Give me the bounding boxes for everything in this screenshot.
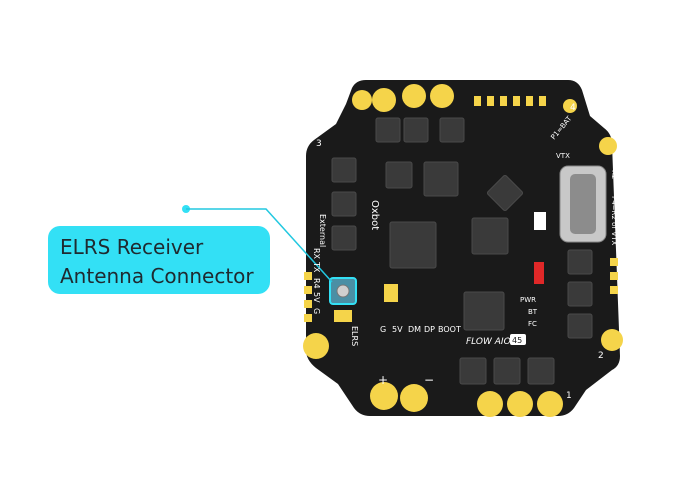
label-g: G [380,325,386,334]
motor-1-label: 1 [566,391,572,401]
elrs-antenna-callout: ELRS Receiver Antenna Connector [48,226,270,294]
label-5v: 5V [392,325,403,334]
label-rx: RX [312,248,321,260]
motor-3-label: 3 [316,139,322,149]
left-pads [303,272,329,359]
callout-line-2: Antenna Connector [60,264,254,288]
model-badge: 45 [512,336,522,345]
label-r4: R4 [312,278,321,289]
label-vtx: VTX [556,152,570,160]
label-dm: DM [408,325,421,334]
top-pads [352,84,577,113]
label-external: External [318,214,327,247]
label-pwr: PWR [520,296,536,304]
antenna-connector [329,277,398,322]
label-tx: TX [312,261,321,273]
label-5v-left: 5V [312,292,321,303]
red-led [534,262,544,284]
label-elrs: ELRS [350,326,359,346]
label-dp: DP [424,325,435,334]
label-bt: BT [528,308,538,316]
brand-label: Oxbot [369,200,380,230]
model-label: FLOW AIO [466,337,511,347]
motor-4-label: 4 [570,103,576,113]
white-switch [534,212,546,230]
pad-plus: + [378,373,388,387]
label-fc: FC [528,320,537,328]
pcb-body [306,80,620,416]
callout-leader-line [182,205,333,283]
components [331,117,593,385]
bottom-pads [370,382,563,417]
label-p4: P4=R2 or VTX [610,196,618,246]
label-r2: R2 [610,170,618,179]
callout-line-1: ELRS Receiver [60,235,204,259]
label-g-left: G [312,308,321,314]
usb-c-port [559,165,607,243]
right-pads [599,137,623,351]
pad-minus: − [424,373,434,387]
motor-2-label: 2 [598,351,604,361]
label-boot: BOOT [438,325,461,334]
